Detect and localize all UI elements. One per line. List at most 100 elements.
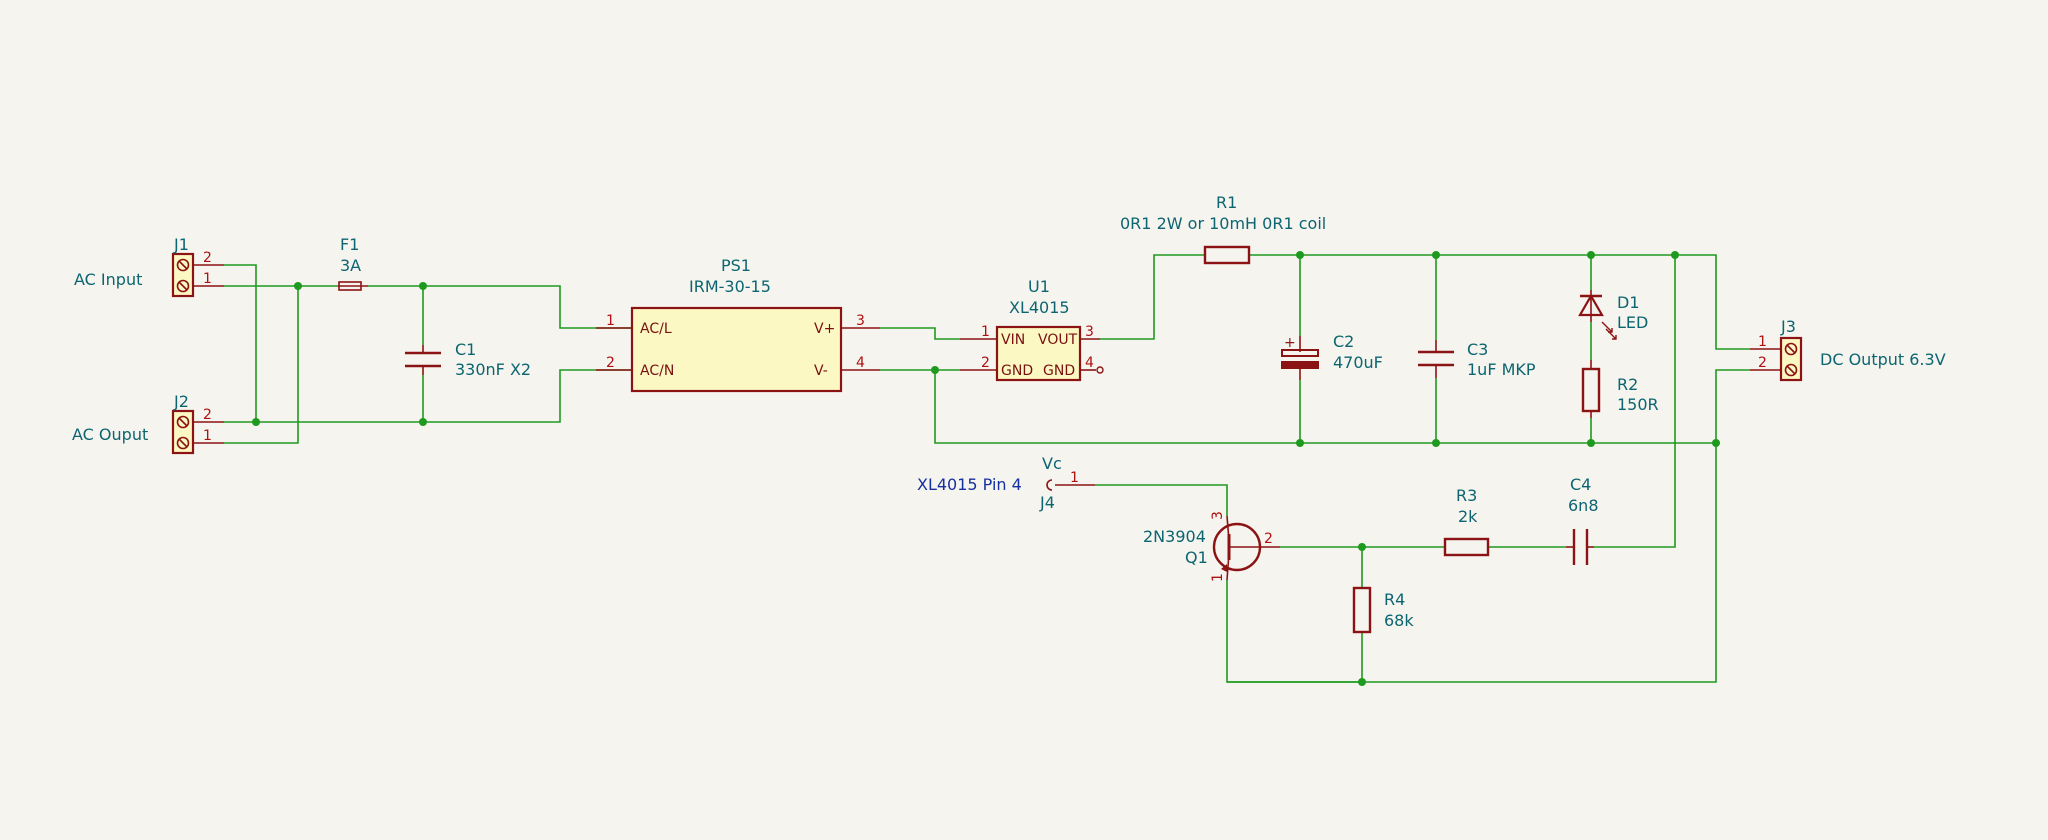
power-supply-ps1[interactable]: PS1 IRM-30-15 1 2 3 4 AC/L AC/N V+ V- — [596, 256, 880, 393]
pin-name: GND — [1043, 363, 1075, 379]
capacitor-c3[interactable]: C3 1uF MKP — [1418, 340, 1536, 379]
junction — [1358, 678, 1366, 686]
wire-c4-output-rail — [1594, 255, 1676, 548]
resistor-r2[interactable]: R2 150R — [1581, 360, 1659, 418]
ref-label: R2 — [1617, 375, 1638, 394]
pin-name: VOUT — [1038, 332, 1078, 348]
value-label: 2k — [1458, 507, 1478, 526]
fuse-f1[interactable]: F1 3A — [338, 235, 368, 291]
wire-output-rail — [1249, 254, 1750, 350]
ref-label: Q1 — [1185, 548, 1208, 567]
wire-f1-ps1-acl — [368, 285, 632, 329]
resistor-r4[interactable]: R4 68k — [1352, 586, 1414, 634]
junction — [1587, 251, 1595, 259]
ref-label: C4 — [1570, 475, 1591, 494]
led-icon — [1578, 290, 1617, 340]
wire-ac-neutral — [224, 369, 632, 423]
junction — [931, 366, 939, 374]
junction — [1432, 439, 1440, 447]
screw-terminal-icon — [176, 415, 190, 450]
ref-label: C2 — [1333, 332, 1354, 351]
test-pin-j4[interactable]: Vc J4 1 — [1039, 454, 1095, 512]
capacitor-icon — [405, 345, 441, 375]
resistor-r1[interactable]: R1 0R1 2W or 10mH 0R1 coil — [1120, 193, 1326, 265]
junction — [1296, 439, 1304, 447]
no-connect-icon — [1096, 366, 1104, 374]
ref-label: D1 — [1617, 293, 1640, 312]
junction — [252, 418, 260, 426]
junction — [1712, 439, 1720, 447]
fuse-icon — [338, 281, 362, 291]
pin-name: V+ — [814, 321, 835, 337]
value-label: Vc — [1042, 454, 1062, 473]
capacitor-c1[interactable]: C1 330nF X2 — [405, 340, 531, 379]
connector-j3[interactable]: J3 1 2 — [1750, 317, 1803, 382]
value-label: 3A — [340, 256, 361, 275]
pin-number: 2 — [606, 355, 615, 371]
pin-name: GND — [1001, 363, 1033, 379]
pin-number: 2 — [203, 250, 212, 266]
junction — [1587, 439, 1595, 447]
ref-label: J2 — [173, 392, 189, 411]
resistor-icon — [1443, 537, 1490, 557]
pin-number: 1 — [203, 428, 212, 444]
pin-number: 1 — [606, 313, 615, 329]
resistor-icon — [1203, 245, 1251, 265]
label-xl4015-pin4: XL4015 Pin 4 — [917, 475, 1022, 494]
wire-vout-r1 — [1100, 254, 1205, 340]
value-label: LED — [1617, 313, 1648, 332]
junction — [294, 282, 302, 290]
wire-ac-line-j2p1 — [224, 286, 299, 444]
value-label: IRM-30-15 — [689, 277, 771, 296]
svg-text:+: + — [1284, 335, 1296, 351]
resistor-icon — [1352, 586, 1372, 634]
value-label: 150R — [1617, 395, 1659, 414]
capacitor-icon — [1418, 340, 1454, 378]
pin-name: VIN — [1001, 332, 1025, 348]
pin-number: 1 — [1070, 470, 1079, 486]
connector-j2[interactable]: J2 2 1 — [171, 392, 224, 455]
ic-body — [995, 325, 1082, 382]
npn-transistor-icon — [1212, 515, 1280, 581]
connector-j1[interactable]: J1 2 1 — [171, 235, 224, 298]
regulator-u1[interactable]: U1 XL4015 VIN VOUT GND GND 1 2 3 4 — [960, 277, 1104, 382]
value-label: 0R1 2W or 10mH 0R1 coil — [1120, 214, 1326, 233]
pin-name: AC/N — [640, 363, 674, 379]
label-ac-input: AC Input — [74, 270, 142, 289]
pin-number: 1 — [1758, 334, 1767, 350]
transistor-q1[interactable]: 2N3904 Q1 2 3 1 — [1143, 511, 1280, 582]
led-d1[interactable]: D1 LED — [1578, 290, 1648, 340]
wire-j1p2-j2p2 — [224, 264, 257, 422]
ref-label: J4 — [1039, 493, 1055, 512]
junction — [1358, 543, 1366, 551]
value-label: 68k — [1384, 611, 1414, 630]
wire-q1-emitter — [1226, 580, 1362, 683]
screw-terminal-icon — [1784, 342, 1798, 377]
pin-number: 3 — [856, 313, 865, 329]
pin-number: 2 — [203, 407, 212, 423]
pin-name: AC/L — [640, 321, 672, 337]
ref-label: R4 — [1384, 590, 1405, 609]
ref-label: C1 — [455, 340, 476, 359]
resistor-r3[interactable]: R3 2k — [1443, 486, 1490, 557]
value-label: 1uF MKP — [1467, 360, 1536, 379]
pin-number: 2 — [1758, 355, 1767, 371]
screw-terminal-icon — [176, 258, 190, 293]
module-body — [630, 306, 843, 393]
value-label: 330nF X2 — [455, 360, 531, 379]
pin-number: 2 — [981, 355, 990, 371]
capacitor-c4[interactable]: C4 6n8 — [1566, 475, 1599, 565]
resistor-icon — [1581, 367, 1601, 413]
polarized-capacitor-icon: + — [1281, 335, 1319, 380]
ref-label: R3 — [1456, 486, 1477, 505]
capacitor-c2[interactable]: + C2 470uF — [1281, 332, 1383, 380]
pin-number: 2 — [1264, 531, 1273, 547]
pin-number: 1 — [1210, 573, 1226, 582]
wire-j3p2-return — [1227, 369, 1750, 683]
ref-label: PS1 — [721, 256, 751, 275]
ref-label: F1 — [340, 235, 359, 254]
ref-label: U1 — [1028, 277, 1050, 296]
pin-number: 3 — [1085, 324, 1094, 340]
pin-number: 3 — [1210, 511, 1226, 520]
